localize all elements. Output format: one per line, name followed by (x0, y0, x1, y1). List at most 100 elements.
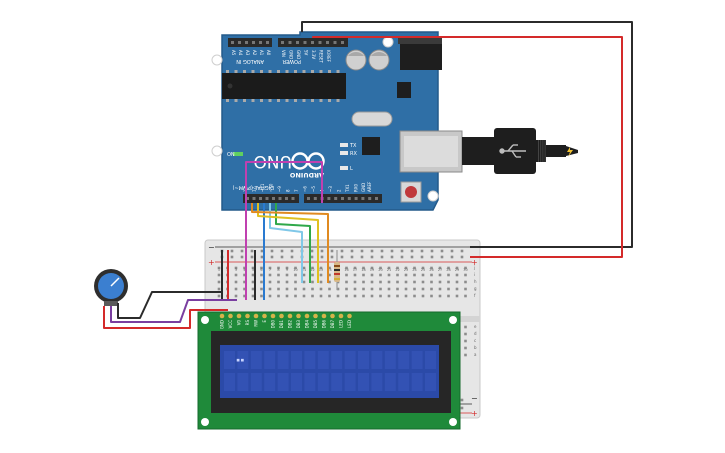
breadboard-hole[interactable] (404, 273, 408, 277)
breadboard-hole[interactable] (379, 266, 382, 270)
rail-hole[interactable] (380, 255, 384, 259)
breadboard-hole[interactable] (302, 266, 306, 270)
rail-hole[interactable] (400, 255, 404, 259)
header-pin[interactable] (313, 197, 317, 200)
rail-hole[interactable] (370, 255, 374, 259)
header-pin[interactable] (281, 41, 284, 44)
breadboard-hole[interactable] (345, 273, 348, 277)
header-pin[interactable] (333, 41, 337, 44)
rail-hole[interactable] (390, 249, 394, 253)
breadboard-hole[interactable] (464, 273, 467, 277)
breadboard-hole[interactable] (455, 294, 459, 298)
breadboard-hole[interactable] (285, 273, 289, 277)
rail-hole[interactable] (270, 255, 274, 259)
header-pin[interactable] (334, 197, 338, 200)
breadboard-hole[interactable] (294, 280, 297, 284)
breadboard-hole[interactable] (421, 287, 425, 291)
breadboard-hole[interactable] (430, 266, 433, 270)
breadboard-hole[interactable] (319, 280, 323, 284)
breadboard-hole[interactable] (217, 294, 221, 298)
breadboard-hole[interactable] (396, 294, 399, 298)
breadboard-hole[interactable] (234, 287, 238, 291)
rail-hole[interactable] (400, 249, 404, 253)
rail-hole[interactable] (440, 255, 444, 259)
breadboard-hole[interactable] (455, 266, 459, 270)
rail-hole[interactable] (250, 249, 254, 253)
breadboard-hole[interactable] (396, 266, 399, 270)
breadboard-hole[interactable] (379, 294, 382, 298)
breadboard-hole[interactable] (464, 332, 467, 336)
breadboard-hole[interactable] (243, 294, 246, 298)
breadboard-hole[interactable] (353, 294, 357, 298)
breadboard-hole[interactable] (421, 273, 425, 277)
wire-red-pot-vcc[interactable] (103, 306, 228, 329)
wire-black-pot-gnd[interactable] (117, 291, 222, 319)
header-pin[interactable] (252, 41, 255, 44)
rail-hole[interactable] (350, 255, 354, 259)
breadboard-hole[interactable] (277, 294, 280, 298)
breadboard-hole[interactable] (362, 294, 365, 298)
header-pin[interactable] (245, 41, 248, 44)
rail-hole[interactable] (280, 249, 284, 253)
breadboard-hole[interactable] (387, 280, 391, 284)
breadboard-hole[interactable] (311, 280, 314, 284)
rail-hole[interactable] (430, 249, 434, 253)
breadboard-hole[interactable] (217, 273, 221, 277)
breadboard-hole[interactable] (447, 273, 450, 277)
breadboard-hole[interactable] (345, 287, 348, 291)
breadboard-hole[interactable] (464, 287, 467, 291)
rail-hole[interactable] (270, 249, 274, 253)
rail-hole[interactable] (390, 255, 394, 259)
breadboard-hole[interactable] (353, 273, 357, 277)
breadboard-hole[interactable] (379, 287, 382, 291)
breadboard-hole[interactable] (268, 287, 272, 291)
breadboard-hole[interactable] (362, 287, 365, 291)
breadboard-hole[interactable] (404, 294, 408, 298)
rail-hole[interactable] (240, 249, 244, 253)
breadboard-hole[interactable] (294, 266, 297, 270)
header-pin[interactable] (354, 197, 358, 200)
breadboard-hole[interactable] (311, 273, 314, 277)
wire-magenta-rs[interactable] (245, 161, 323, 300)
breadboard-hole[interactable] (404, 280, 408, 284)
breadboard-hole[interactable] (438, 287, 442, 291)
rail-hole[interactable] (460, 255, 464, 259)
breadboard-hole[interactable] (319, 294, 323, 298)
rail-hole[interactable] (360, 249, 364, 253)
header-pin[interactable] (278, 197, 282, 200)
breadboard-hole[interactable] (413, 273, 416, 277)
breadboard-hole[interactable] (302, 273, 306, 277)
breadboard-hole[interactable] (362, 280, 365, 284)
rail-hole[interactable] (410, 255, 414, 259)
header-pin[interactable] (341, 197, 344, 200)
breadboard-hole[interactable] (345, 280, 348, 284)
potentiometer[interactable] (94, 269, 128, 306)
breadboard-hole[interactable] (464, 266, 467, 270)
header-pin[interactable] (311, 41, 314, 44)
breadboard-hole[interactable] (413, 266, 416, 270)
breadboard-hole[interactable] (251, 266, 255, 270)
wire-red-power-loop[interactable] (312, 36, 623, 258)
breadboard-hole[interactable] (464, 294, 467, 298)
rail-hole[interactable] (230, 249, 234, 253)
breadboard-hole[interactable] (370, 280, 374, 284)
breadboard-hole[interactable] (464, 280, 467, 284)
rail-hole[interactable] (260, 255, 264, 259)
rail-hole[interactable] (460, 406, 464, 410)
header-pin[interactable] (368, 197, 372, 200)
breadboard-hole[interactable] (234, 280, 238, 284)
usb-port[interactable] (399, 130, 463, 173)
breadboard-hole[interactable] (294, 294, 297, 298)
rail-hole[interactable] (310, 255, 314, 259)
breadboard-hole[interactable] (447, 280, 450, 284)
rail-hole[interactable] (290, 255, 294, 259)
breadboard-hole[interactable] (370, 266, 374, 270)
breadboard-hole[interactable] (421, 280, 425, 284)
power-jack[interactable] (398, 37, 442, 70)
rail-hole[interactable] (280, 255, 284, 259)
breadboard-hole[interactable] (328, 287, 331, 291)
rail-hole[interactable] (240, 255, 244, 259)
breadboard-hole[interactable] (455, 280, 459, 284)
breadboard-hole[interactable] (447, 294, 450, 298)
